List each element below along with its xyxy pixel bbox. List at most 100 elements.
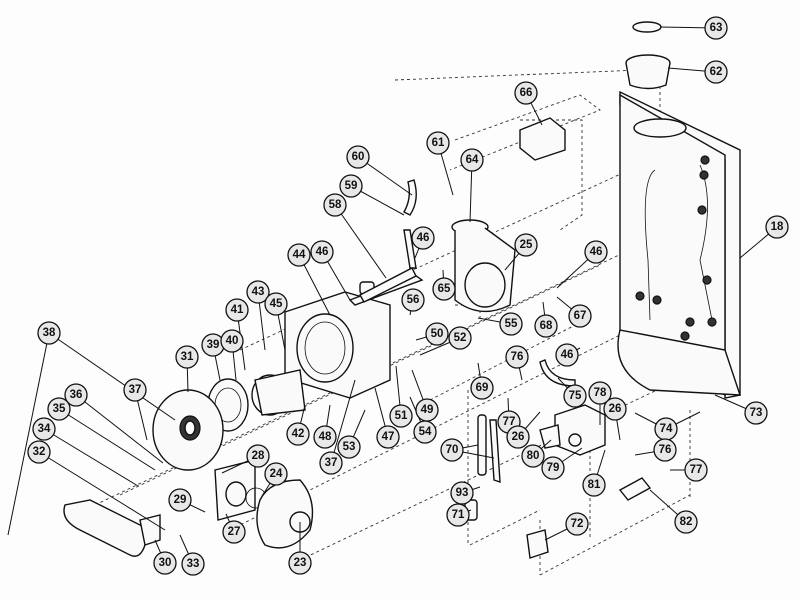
callout-23: 23 (288, 551, 312, 575)
callout-circle (339, 174, 363, 198)
callout-number: 56 (407, 294, 420, 306)
callout-number: 76 (659, 444, 672, 456)
callout-66: 66 (514, 81, 538, 105)
callout-number: 51 (395, 410, 408, 422)
callout-28: 28 (246, 444, 270, 468)
callout-number: 65 (438, 283, 451, 295)
callout-number: 26 (512, 431, 525, 443)
callout-number: 29 (174, 494, 187, 506)
callout-77b: 77 (684, 458, 708, 482)
callout-39: 39 (201, 333, 225, 357)
callout-29: 29 (168, 488, 192, 512)
callout-63: 63 (704, 16, 728, 40)
leader-line (48, 332, 176, 421)
callout-number: 58 (329, 199, 342, 211)
callout-56: 56 (401, 288, 425, 312)
callout-32: 32 (27, 440, 51, 464)
callout-71: 71 (446, 503, 470, 527)
callout-67: 67 (568, 304, 592, 328)
callout-number: 46 (316, 246, 329, 258)
callout-circle (286, 422, 310, 446)
callout-76b: 76 (653, 438, 677, 462)
callout-circle (704, 60, 728, 84)
callout-circle (565, 512, 589, 536)
callout-82: 82 (674, 510, 698, 534)
callout-number: 23 (294, 557, 307, 569)
callout-circle (514, 233, 538, 257)
leader-line (58, 408, 156, 471)
callout-number: 77 (503, 416, 516, 428)
leader-line (330, 379, 356, 464)
callout-number: 43 (252, 286, 265, 298)
leader-line (7, 332, 50, 536)
callout-circle (506, 425, 530, 449)
callout-number: 40 (226, 335, 239, 347)
callout-93: 93 (450, 481, 474, 505)
callout-circle (413, 420, 437, 444)
callout-number: 60 (352, 151, 365, 163)
callout-number: 55 (505, 318, 518, 330)
pipes (359, 179, 652, 501)
callout-circle (323, 193, 347, 217)
callout-circle (450, 481, 474, 505)
callout-46c: 46 (584, 240, 608, 264)
callout-69: 69 (470, 376, 494, 400)
callout-37b: 37 (319, 451, 343, 475)
callout-number: 39 (207, 339, 220, 351)
callout-circle (584, 240, 608, 264)
callout-number: 30 (159, 557, 172, 569)
callout-circle (401, 288, 425, 312)
callout-number: 62 (710, 66, 723, 78)
callout-circle (568, 304, 592, 328)
callout-75: 75 (563, 384, 587, 408)
callout-62: 62 (704, 60, 728, 84)
callout-46a: 46 (411, 226, 435, 250)
callout-41: 41 (225, 298, 249, 322)
callout-circle (704, 16, 728, 40)
callout-circle (411, 226, 435, 250)
callout-55: 55 (499, 312, 523, 336)
callout-65: 65 (432, 277, 456, 301)
callout-number: 18 (771, 221, 784, 233)
callout-circle (287, 243, 311, 267)
callout-72: 72 (565, 512, 589, 536)
callout-number: 81 (588, 479, 601, 491)
callout-circle (521, 444, 545, 468)
callout-80: 80 (521, 444, 545, 468)
callout-53: 53 (337, 435, 361, 459)
callout-42: 42 (286, 422, 310, 446)
gas-valve (539, 404, 606, 456)
chassis-panel (617, 90, 741, 399)
callout-number: 24 (270, 468, 283, 480)
callout-number: 31 (181, 351, 194, 363)
callout-52: 52 (448, 326, 472, 350)
callout-circle (346, 145, 370, 169)
callout-number: 76 (511, 351, 524, 363)
callout-number: 25 (520, 239, 533, 251)
callout-number: 61 (432, 137, 445, 149)
callout-circle (288, 551, 312, 575)
callout-number: 46 (590, 246, 603, 258)
callout-circle (222, 520, 246, 544)
callout-40: 40 (220, 329, 244, 353)
callout-circle (440, 438, 464, 462)
callout-labels: 6362666164605958464644254665185643454168… (27, 16, 789, 576)
callout-circle (32, 417, 56, 441)
callout-circle (175, 345, 199, 369)
callout-circle (319, 451, 343, 475)
leader-line (38, 451, 166, 531)
heat-exchanger (284, 274, 424, 399)
callout-circle (220, 329, 244, 353)
callout-circle (541, 456, 565, 480)
callout-circle (432, 277, 456, 301)
callout-circle (603, 397, 627, 421)
callout-73: 73 (744, 401, 768, 425)
callout-circle (425, 322, 449, 346)
callout-number: 37 (325, 457, 338, 469)
callout-60: 60 (346, 145, 370, 169)
callout-number: 54 (419, 426, 432, 438)
callout-number: 50 (431, 328, 444, 340)
callout-50: 50 (425, 322, 449, 346)
callout-number: 82 (680, 516, 693, 528)
